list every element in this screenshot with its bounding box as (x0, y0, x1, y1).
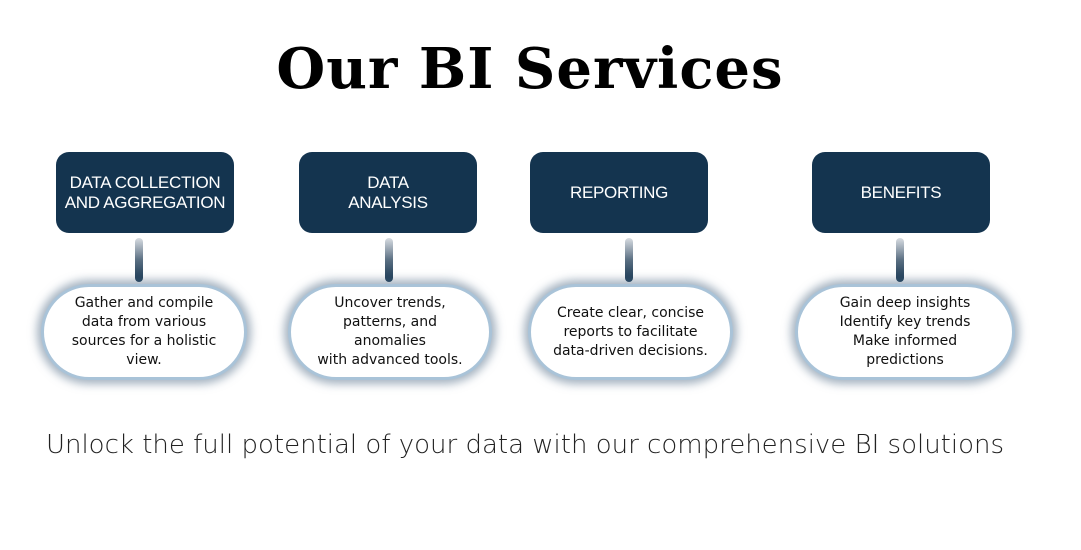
step-description-reporting: Create clear, concise reports to facilit… (528, 284, 733, 380)
step-heading-benefits: BENEFITS (812, 152, 990, 233)
connector (135, 238, 143, 282)
step-description-data-collection: Gather and compile data from various sou… (41, 284, 247, 380)
connector (896, 238, 904, 282)
step-description-benefits: Gain deep insights Identify key trends M… (795, 284, 1015, 380)
tagline: Unlock the full potential of your data w… (45, 430, 1005, 460)
step-description-data-analysis: Uncover trends, patterns, and anomalies … (288, 284, 492, 380)
step-heading-data-collection: DATA COLLECTION AND AGGREGATION (56, 152, 234, 233)
step-heading-reporting: REPORTING (530, 152, 708, 233)
page-title: Our BI Services (276, 36, 784, 102)
connector (385, 238, 393, 282)
connector (625, 238, 633, 282)
step-heading-data-analysis: DATA ANALYSIS (299, 152, 477, 233)
